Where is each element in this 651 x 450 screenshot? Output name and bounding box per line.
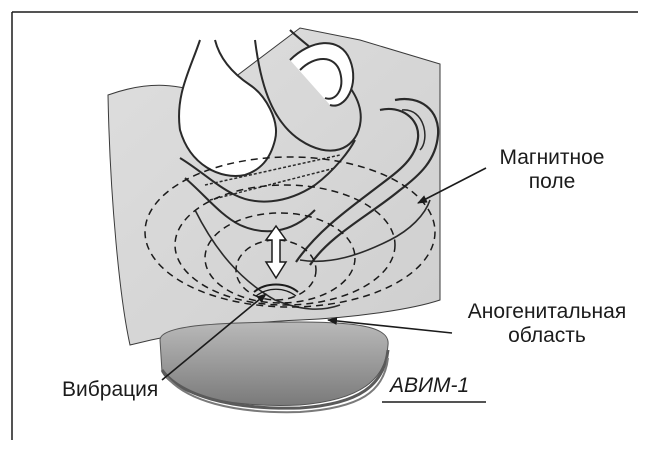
magnetic-field-label-line2: поле bbox=[486, 170, 618, 194]
device-label: АВИМ-1 bbox=[390, 374, 469, 398]
pelvic-body-shape bbox=[108, 28, 440, 345]
magnetic-field-label: Магнитное поле bbox=[486, 146, 618, 194]
anogenital-area-label-line2: область bbox=[454, 324, 640, 348]
anogenital-area-label: Аногенитальная область bbox=[454, 300, 640, 348]
magnetic-field-label-line1: Магнитное bbox=[486, 146, 618, 170]
anogenital-area-label-line1: Аногенитальная bbox=[454, 300, 640, 324]
vibration-label: Вибрация bbox=[62, 378, 158, 402]
device-avim bbox=[160, 322, 388, 412]
